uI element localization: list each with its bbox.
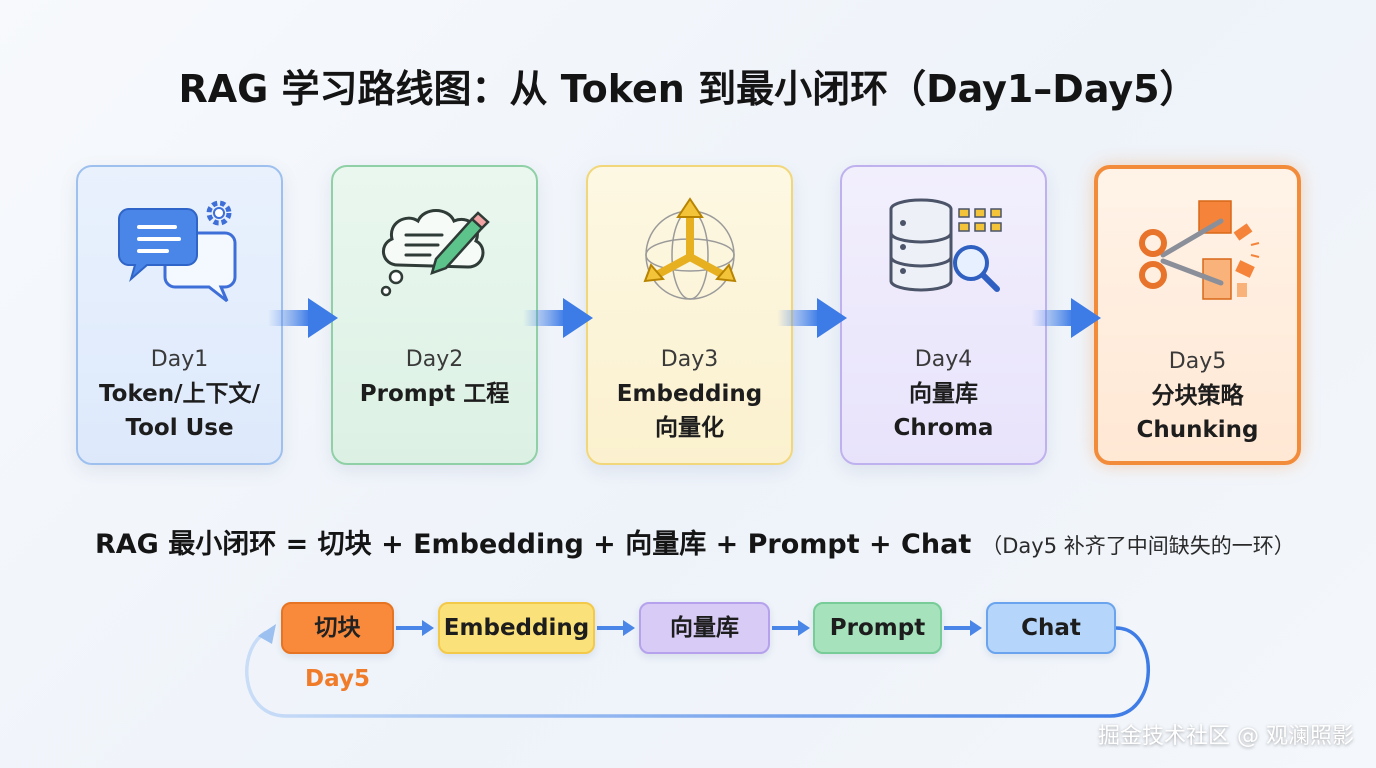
arrow-right-icon xyxy=(523,298,593,338)
day-label: Day1 xyxy=(150,347,209,372)
day1-card: Day1 Token/上下文/ Tool Use xyxy=(76,165,283,465)
day-label: Day4 xyxy=(914,347,973,372)
formula-main: RAG 最小闭环 = 切块 + Embedding + 向量库 + Prompt… xyxy=(95,529,972,560)
topic-line-1: Embedding xyxy=(616,381,763,407)
pipeline-arrow-icon xyxy=(772,620,810,636)
pipeline-arrow-icon xyxy=(944,620,982,636)
day-label: Day3 xyxy=(660,347,719,372)
topic-line-1: 分块策略 xyxy=(1151,383,1244,409)
topic-line-2: Chroma xyxy=(893,415,994,441)
day-label: Day5 xyxy=(1168,349,1227,374)
topic-line-2: Chunking xyxy=(1136,417,1259,443)
day-label: Day2 xyxy=(405,347,464,372)
arrow-right-icon xyxy=(268,298,338,338)
topic-line-1: Prompt 工程 xyxy=(359,381,510,407)
formula-note: （Day5 补齐了中间缺失的一环） xyxy=(981,534,1295,558)
rag-formula: RAG 最小闭环 = 切块 + Embedding + 向量库 + Prompt… xyxy=(95,522,1295,561)
scissors-chunks-icon xyxy=(1098,197,1297,317)
pipeline-step-embedding: Embedding xyxy=(438,602,595,654)
topic-line-2: 向量化 xyxy=(655,415,724,441)
day4-card: Day4 向量库 Chroma xyxy=(840,165,1047,465)
arrow-right-icon xyxy=(1031,298,1101,338)
day5-card: Day5 分块策略 Chunking xyxy=(1094,165,1301,465)
pipeline-arrow-icon xyxy=(597,620,635,636)
pipeline-step-chunking: 切块 xyxy=(281,602,394,654)
thought-cloud-pencil-icon xyxy=(333,195,536,315)
topic-line-2: Tool Use xyxy=(125,415,234,441)
pipeline-arrow-icon xyxy=(396,620,434,636)
topic-line-1: 向量库 xyxy=(909,381,978,407)
pipeline-step-prompt: Prompt xyxy=(813,602,942,654)
topic-line-1: Token/上下文/ xyxy=(99,381,260,407)
arrow-right-icon xyxy=(777,298,847,338)
database-search-icon xyxy=(842,195,1045,315)
chat-bubbles-gear-icon xyxy=(78,195,281,315)
day3-card: Day3 Embedding 向量化 xyxy=(586,165,793,465)
page-title: RAG 学习路线图：从 Token 到最小闭环（Day1–Day5） xyxy=(178,67,1198,111)
pipeline-step-chat: Chat xyxy=(986,602,1116,654)
loop-arrowhead-icon xyxy=(258,624,276,644)
vector-axes-globe-icon xyxy=(588,195,791,315)
day2-card: Day2 Prompt 工程 xyxy=(331,165,538,465)
pipeline-step-vector-db: 向量库 xyxy=(639,602,770,654)
watermark: 掘金技术社区 @ 观澜照影 xyxy=(1098,724,1354,749)
day5-tag: Day5 xyxy=(305,666,370,692)
